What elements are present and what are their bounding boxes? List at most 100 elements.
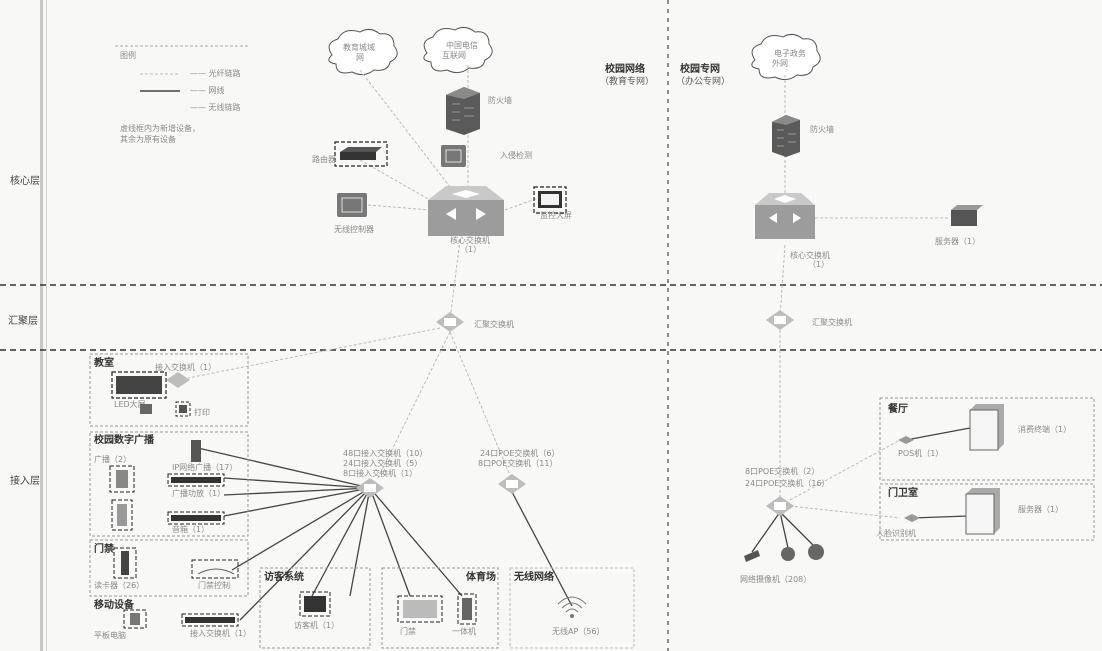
- new-device-frame: [123, 609, 147, 629]
- canteen-terminal-label: 消费终端（1）: [1018, 424, 1071, 434]
- aggregation-switch-2-label: 汇聚交换机: [812, 317, 852, 327]
- fitness-group-frame: [381, 567, 499, 649]
- monitor-label: 监控大屏: [540, 210, 572, 220]
- access-switch-line-2: 24口接入交换机（5）: [343, 458, 422, 468]
- region-office-subtitle: （办公专网）: [676, 75, 730, 87]
- aggregation-links: [187, 327, 901, 519]
- classroom-print-label: 打印: [194, 407, 210, 417]
- access-cable-links: [197, 427, 971, 621]
- legend-note-1: 虚线框内为新增设备，: [120, 123, 200, 133]
- broadcast-ip-label: IP网络广播（17）: [172, 462, 237, 472]
- fitness-kiosk-label: 一体机: [452, 626, 476, 636]
- core-switch-2-icon: [755, 193, 815, 239]
- ac-label: 无线控制器: [334, 224, 374, 234]
- new-device-frame: [533, 186, 567, 214]
- camera-icons: [744, 544, 824, 562]
- cloud-edu-metro: 教育城域 网: [328, 28, 398, 76]
- new-device-frame: [181, 613, 239, 627]
- firewall-2-label: 防火墙: [810, 124, 834, 134]
- legend-item-wireless: —— 无线链路: [190, 102, 241, 112]
- new-device-frame: [113, 547, 137, 579]
- consumption-terminal-icon: [969, 404, 1004, 451]
- new-device-frame: [167, 511, 225, 525]
- wireless-group-frame: [509, 567, 635, 649]
- broadcast-terminal-icon: [116, 470, 128, 488]
- firewall-1-label: 防火墙: [488, 95, 512, 105]
- cloud-2-line-2: 互联网: [442, 51, 466, 60]
- new-device-frame: [111, 499, 133, 531]
- broadcast-group-frame: [89, 431, 249, 537]
- wireless-title: 无线网络: [513, 570, 554, 583]
- core-switch-2-count: （1）: [808, 260, 829, 269]
- aggregation-switch-1-label: 汇聚交换机: [474, 319, 514, 329]
- layer-core-label: 核心层: [10, 174, 40, 187]
- cloud-3-line-1: 电子政务: [774, 48, 806, 58]
- mobile-title: 移动设备: [94, 598, 135, 611]
- legend: 图例 —— 光纤链路 —— 网线 —— 无线链路 虚线框内为新增设备， 其余为原…: [115, 45, 250, 144]
- core-switch-icon: [428, 186, 504, 236]
- broadcast-count-label: 广播（2）: [94, 454, 131, 464]
- ids-label: 入侵检测: [500, 150, 532, 160]
- server-2-label: 服务器（1）: [935, 236, 980, 246]
- gatehouse-title: 门卫室: [888, 486, 918, 499]
- right-access-line-2: 24口POE交换机（16）: [745, 478, 830, 488]
- classroom-title: 教室: [93, 356, 114, 369]
- poe-switch-main-icon: [498, 474, 526, 494]
- legend-item-fiber: —— 光纤链路: [190, 68, 241, 78]
- new-device-frame: [111, 371, 167, 399]
- firewall-2-icon: [772, 115, 800, 157]
- print-device-icon: [179, 405, 187, 413]
- left-margin-bar-2: [46, 0, 47, 651]
- canteen-group-frame: [879, 397, 1095, 481]
- mobile-switch-label: 接入交换机（1）: [190, 628, 251, 638]
- router-label: 路由器: [312, 154, 336, 164]
- wireless-ap-label: 无线AP（56）: [552, 626, 604, 636]
- left-margin-bar: [40, 0, 43, 651]
- gatehouse-group-frame: [879, 483, 1095, 541]
- access-switch-line-1: 48口接入交换机（10）: [343, 448, 427, 458]
- visitors-item-label: 访客机（1）: [294, 620, 339, 630]
- poe-switch-line-1: 24口POE交换机（6）: [480, 448, 559, 458]
- canteen-pos-label: POS机（1）: [898, 448, 943, 458]
- controller-server-icon: [337, 193, 367, 217]
- gate-reader-label: 读卡器（26）: [94, 580, 144, 590]
- broadcast-speaker-icon: [191, 440, 201, 462]
- wifi-ap-icon: [557, 596, 587, 618]
- router-icon: [340, 147, 382, 160]
- monitor-icon: [538, 191, 562, 208]
- region-office-title: 校园专网: [680, 62, 720, 75]
- cloud-1-line-2: 网: [356, 53, 364, 62]
- new-device-frame: [299, 591, 331, 617]
- aggregation-switch-2-icon: [766, 310, 794, 330]
- broadcast-title: 校园数字广播: [94, 433, 155, 446]
- broadcast-speaker-label: 音箱（1）: [172, 524, 209, 534]
- face-recognition-icon: [904, 514, 920, 522]
- core-links: [359, 65, 950, 321]
- classroom-switch-icon: [166, 372, 190, 388]
- gatehouse-server-icon: [965, 488, 1000, 535]
- fitness-title: 体育场: [466, 570, 496, 583]
- new-device-frame: [109, 465, 135, 493]
- gate-group-frame: [89, 539, 249, 597]
- cloud-3-line-2: 外网: [772, 58, 788, 68]
- new-device-frame: [397, 595, 443, 623]
- access-switch-line-3: 8口接入交换机（1）: [343, 468, 417, 478]
- gatehouse-server-label: 服务器（1）: [1018, 504, 1063, 514]
- visitor-terminal-icon: [304, 596, 326, 612]
- legend-title: 图例: [120, 50, 136, 60]
- layer-access-label: 接入层: [10, 474, 40, 487]
- cloud-1-line-1: 教育城域: [343, 42, 375, 52]
- camera-label: 网络摄像机（208）: [740, 574, 811, 584]
- new-device-frame: [457, 593, 477, 625]
- classroom-switch-label: 接入交换机（1）: [155, 362, 216, 372]
- legend-item-cable: —— 网线: [190, 85, 225, 95]
- right-access-switch-icon: [766, 496, 794, 516]
- server-2-icon: [951, 205, 983, 226]
- cloud-internet: 中国电信 互联网: [423, 26, 493, 74]
- classroom-led-label: LED大屏: [114, 399, 146, 409]
- led-screen-icon: [116, 376, 162, 394]
- broadcast-column-speaker-icon: [117, 504, 127, 526]
- core-switch-1-count: （1）: [460, 245, 481, 254]
